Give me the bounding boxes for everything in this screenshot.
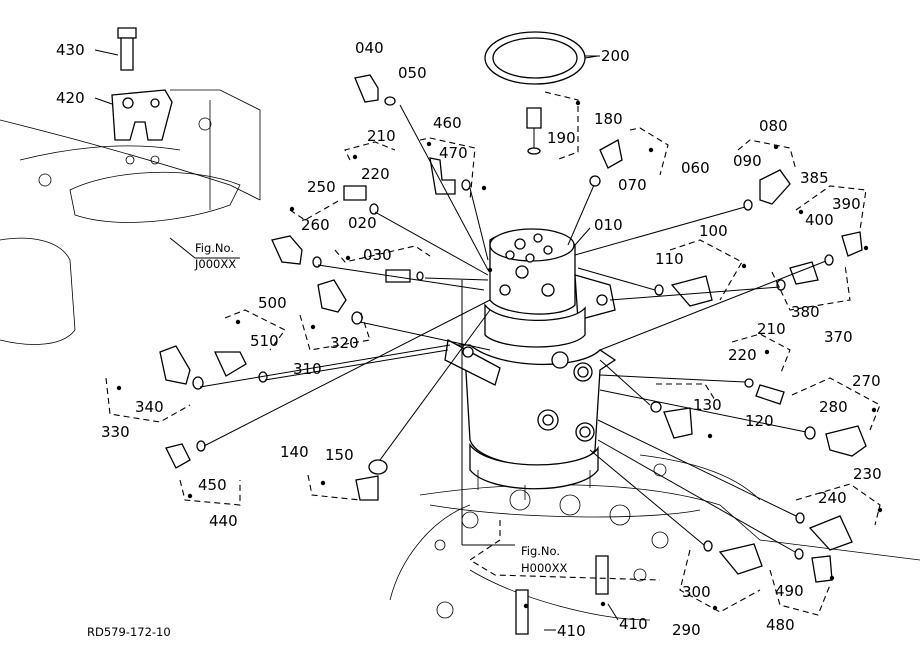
label-010: 010 [594,216,623,234]
fig-reference-j000xx: Fig.No. J000XX [194,241,236,271]
label-220a: 220 [361,165,390,183]
label-140: 140 [280,443,309,461]
label-300: 300 [682,583,711,601]
label-180: 180 [594,110,623,128]
label-310: 310 [293,360,322,378]
label-385: 385 [800,169,829,187]
fig-ref-line2: H000XX [521,561,567,575]
label-260: 260 [301,216,330,234]
label-430: 430 [56,41,85,59]
label-490: 490 [775,582,804,600]
label-200: 200 [601,47,630,65]
label-070: 070 [618,176,647,194]
label-150: 150 [325,446,354,464]
fig-reference-h000xx: Fig.No. H000XX [521,544,567,575]
label-390: 390 [832,195,861,213]
label-480: 480 [766,616,795,634]
label-040: 040 [355,39,384,57]
label-400: 400 [805,211,834,229]
label-240: 240 [818,489,847,507]
drawing-code: RD579-172-10 [87,625,171,639]
label-280: 280 [819,398,848,416]
label-210b: 210 [757,320,786,338]
label-120: 120 [745,412,774,430]
fittings [159,74,867,635]
label-020: 020 [348,214,377,232]
base-frame-outline [0,89,920,621]
label-500: 500 [258,294,287,312]
label-420: 420 [56,89,85,107]
label-320: 320 [330,334,359,352]
label-340: 340 [135,398,164,416]
label-050: 050 [398,64,427,82]
label-090: 090 [733,152,762,170]
seal-ring-part [484,31,599,85]
label-030: 030 [363,246,392,264]
label-100: 100 [699,222,728,240]
fig-ref-line2: J000XX [194,257,236,271]
label-410a: 410 [619,615,648,633]
label-110: 110 [655,250,684,268]
label-450: 450 [198,476,227,494]
label-370: 370 [824,328,853,346]
label-210a: 210 [367,127,396,145]
label-250: 250 [307,178,336,196]
label-220b: 220 [728,346,757,364]
label-190: 190 [547,129,576,147]
label-410b: 410 [557,622,586,640]
stud-part [526,91,579,161]
bracket-part [111,27,173,141]
label-460: 460 [433,114,462,132]
label-440: 440 [209,512,238,530]
group-brackets [105,127,881,616]
label-080: 080 [759,117,788,135]
bullet-dots [116,100,883,611]
label-380: 380 [791,303,820,321]
label-130: 130 [693,396,722,414]
fig-ref-line1: Fig.No. [195,241,234,255]
label-330: 330 [101,423,130,441]
label-470: 470 [439,144,468,162]
label-060: 060 [681,159,710,177]
leader-lines [94,49,827,631]
label-290: 290 [672,621,701,639]
label-230: 230 [853,465,882,483]
swivel-joint-body [444,228,617,500]
part-labels: 430 420 040 050 200 460 470 210 220 020 … [56,39,882,640]
label-270: 270 [852,372,881,390]
fig-ref-line1: Fig.No. [521,544,560,558]
label-510: 510 [250,332,279,350]
